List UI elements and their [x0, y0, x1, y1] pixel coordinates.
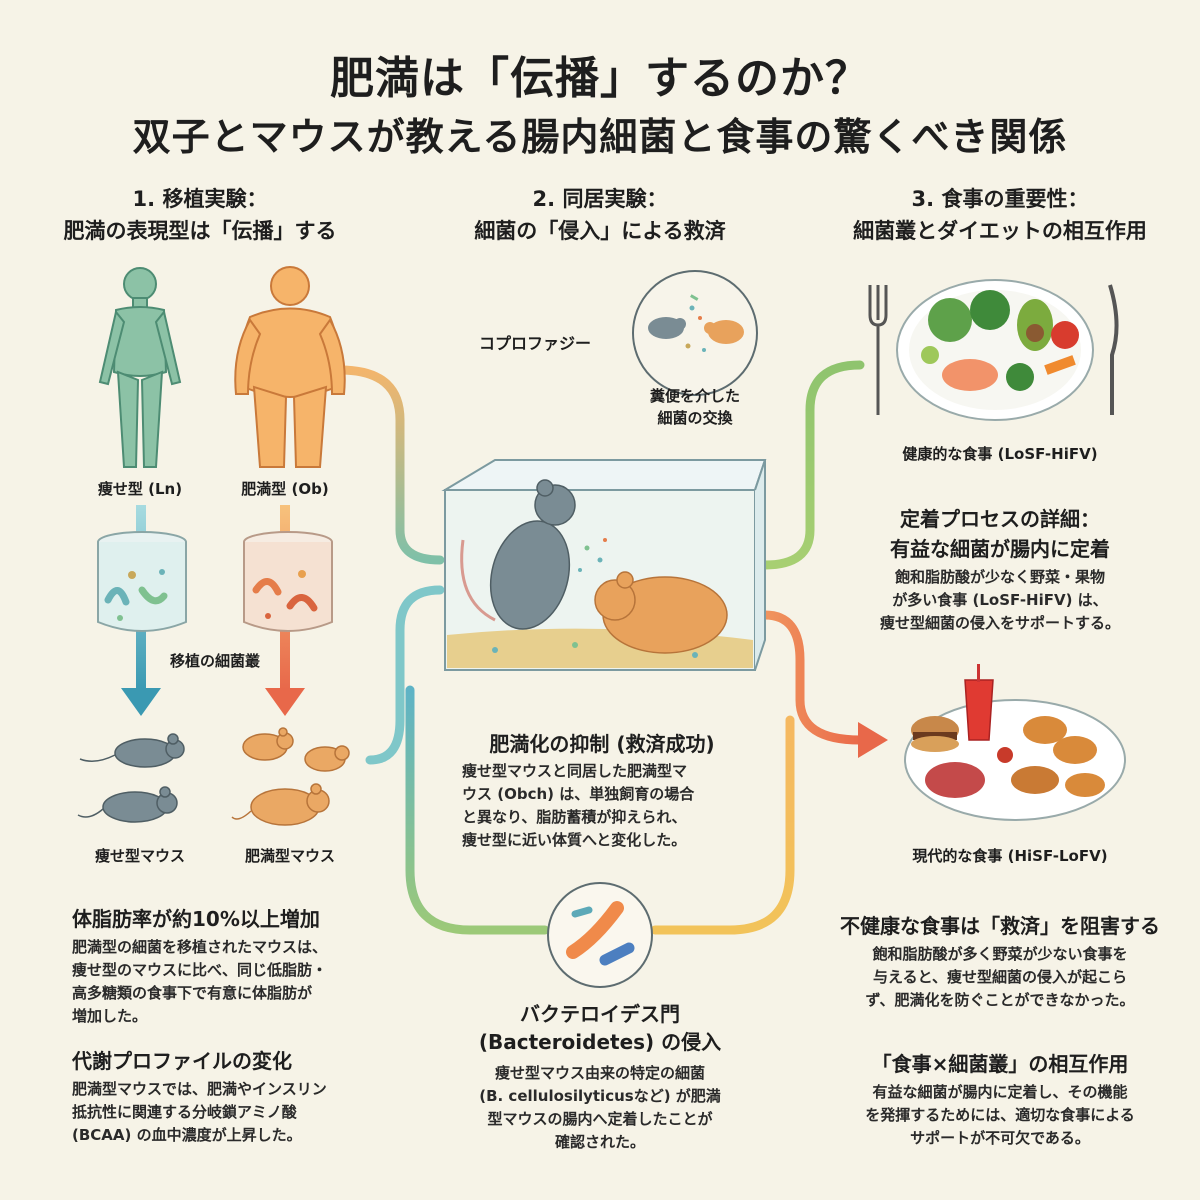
healthy-diet-plate: [868, 279, 1119, 421]
lean-microbiota-jar: [97, 531, 187, 632]
section3-unhealthy-text: 飽和脂肪酸が多く野菜が少ない食事を 与えると、痩せ型細菌の侵入が起こら ず、肥満…: [865, 945, 1135, 1009]
connector-bottom-right: [650, 715, 795, 935]
section1-block1-title: 体脂肪率が約10%以上増加: [72, 907, 320, 931]
coprophagy-label: コプロファジー: [478, 334, 591, 353]
connector-right-bottom: [760, 610, 865, 745]
section3-interaction-text: 有益な細菌が腸内に定着し、その機能 を発揮するためには、適切な食事による サポー…: [865, 1083, 1135, 1147]
obese-human-figure: [234, 266, 346, 468]
main-title: 肥満は「伝播」するのか？: [330, 53, 870, 104]
bacteroidetes-bacteria-icon: [547, 882, 653, 988]
lean-label: 痩せ型 (Ln): [97, 480, 183, 498]
section1-block2-text: 肥満型マウスでは、肥満やインスリン 抵抗性に関連する分岐鎖アミノ酸 (BCAA)…: [72, 1080, 327, 1144]
section3-heading: 3. 食事の重要性： 細菌叢とダイエットの相互作用: [853, 187, 1147, 243]
connector-left-bottom: [365, 585, 445, 765]
modern-diet-plate: [904, 664, 1126, 821]
section3-process-text: 飽和脂肪酸が少なく野菜・果物 が多い食事 (LoSF-HiFV) は、 痩せ型細…: [879, 568, 1120, 632]
connector-left-top: [335, 365, 445, 565]
arrow-to-modern-diet: [858, 722, 888, 758]
arrow-obese-head: [265, 688, 305, 716]
arrow-lean-head: [121, 688, 161, 716]
cohousing-cage: [441, 459, 767, 671]
obese-label: 肥満型 (Ob): [241, 480, 329, 498]
section1-heading: 1. 移植実験： 肥満の表現型は「伝播」する: [63, 187, 337, 243]
fecal-exchange-label: 糞便を介した 細菌の交換: [649, 387, 740, 427]
lean-mice-group: [77, 733, 185, 823]
section2-heading: 2. 同居実験： 細菌の「侵入」による救済: [474, 187, 726, 243]
lean-mouse-label: 痩せ型マウス: [94, 847, 185, 865]
knife-icon: [1108, 284, 1119, 415]
microbiota-label: 移植の細菌叢: [169, 652, 260, 670]
section3-unhealthy-title: 不健康な食事は「救済」を阻害する: [840, 914, 1160, 938]
section1-block1-text: 肥満型の細菌を移植されたマウスは、 痩せ型のマウスに比べ、同じ低脂肪・ 高多糖類…: [72, 938, 328, 1025]
section2-bacteroidetes-title: バクテロイデス門 (Bacteroidetes) の侵入: [478, 1002, 722, 1054]
coprophagy-inset-circle: [632, 270, 758, 396]
connector-right-top: [760, 360, 865, 570]
fork-icon: [868, 285, 888, 415]
section3-interaction-title: 「食事×細菌叢」の相互作用: [871, 1052, 1129, 1076]
modern-diet-label: 現代的な食事 (HiSF-LoFV): [912, 847, 1108, 865]
obese-microbiota-jar: [243, 531, 333, 632]
main-subtitle: 双子とマウスが教える腸内細菌と食事の驚くべき関係: [132, 115, 1068, 159]
section2-result-text: 痩せ型マウスと同居した肥満型マ ウス (Obch) は、単独飼育の場合 と異なり…: [462, 762, 695, 849]
lean-human-figure: [98, 267, 182, 468]
section2-bacteroidetes-text: 痩せ型マウス由来の特定の細菌 (B. cellulosilyticusなど) が…: [479, 1064, 721, 1151]
section2-result-title: 肥満化の抑制 (救済成功): [489, 732, 715, 756]
obese-mice-group: [231, 727, 350, 826]
healthy-diet-label: 健康的な食事 (LoSF-HiFV): [902, 445, 1098, 463]
section1-block2-title: 代謝プロファイルの変化: [72, 1049, 292, 1073]
section3-process-title: 定着プロセスの詳細： 有益な細菌が腸内に定着: [890, 507, 1110, 561]
obese-mouse-label: 肥満型マウス: [244, 847, 335, 865]
connector-bottom-left: [405, 685, 550, 935]
